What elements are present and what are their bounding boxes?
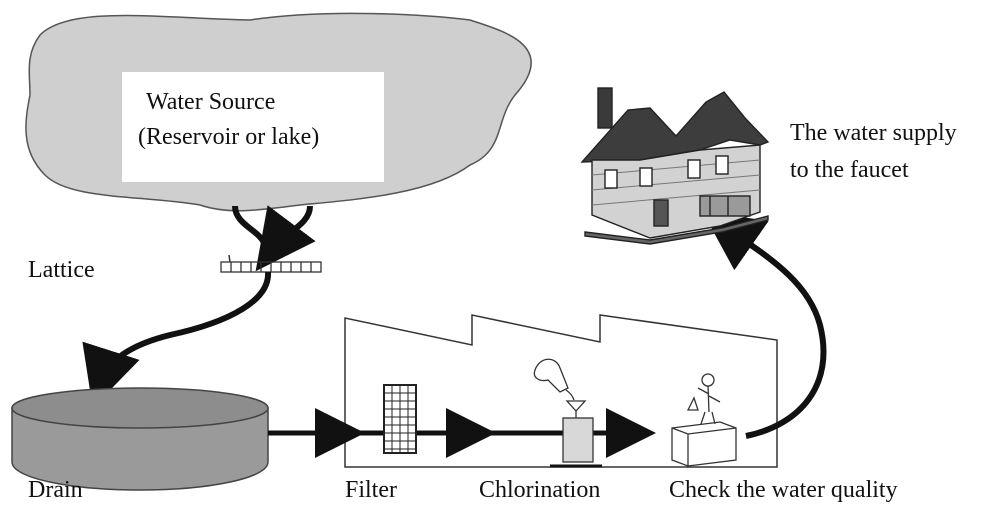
quality-to-house-arrow <box>702 211 827 439</box>
filter-label: Filter <box>345 477 397 503</box>
water-supply-label-line2: to the faucet <box>790 157 909 183</box>
drain-tank <box>11 387 269 491</box>
chlorination-unit <box>533 358 594 463</box>
source-outflow-right-arrow <box>255 205 316 272</box>
source-outflow-left-arrow <box>232 205 268 247</box>
lattice-grate <box>220 261 322 273</box>
lattice-to-drain-arrow <box>82 271 272 408</box>
filter-grid <box>383 384 417 454</box>
water-source-label-box <box>122 72 384 182</box>
chlorination-label: Chlorination <box>479 477 601 503</box>
lattice-label: Lattice <box>28 257 95 283</box>
house-illustration <box>580 87 770 245</box>
water-quality-label: Check the water quality <box>669 477 898 503</box>
lattice-mark <box>228 254 231 263</box>
water-source-subtitle: (Reservoir or lake) <box>138 124 320 150</box>
drain-label: Drain <box>28 477 83 503</box>
water-supply-label-line1: The water supply <box>790 120 957 146</box>
water-source-title: Water Source <box>146 89 276 115</box>
quality-check-station <box>671 373 737 467</box>
